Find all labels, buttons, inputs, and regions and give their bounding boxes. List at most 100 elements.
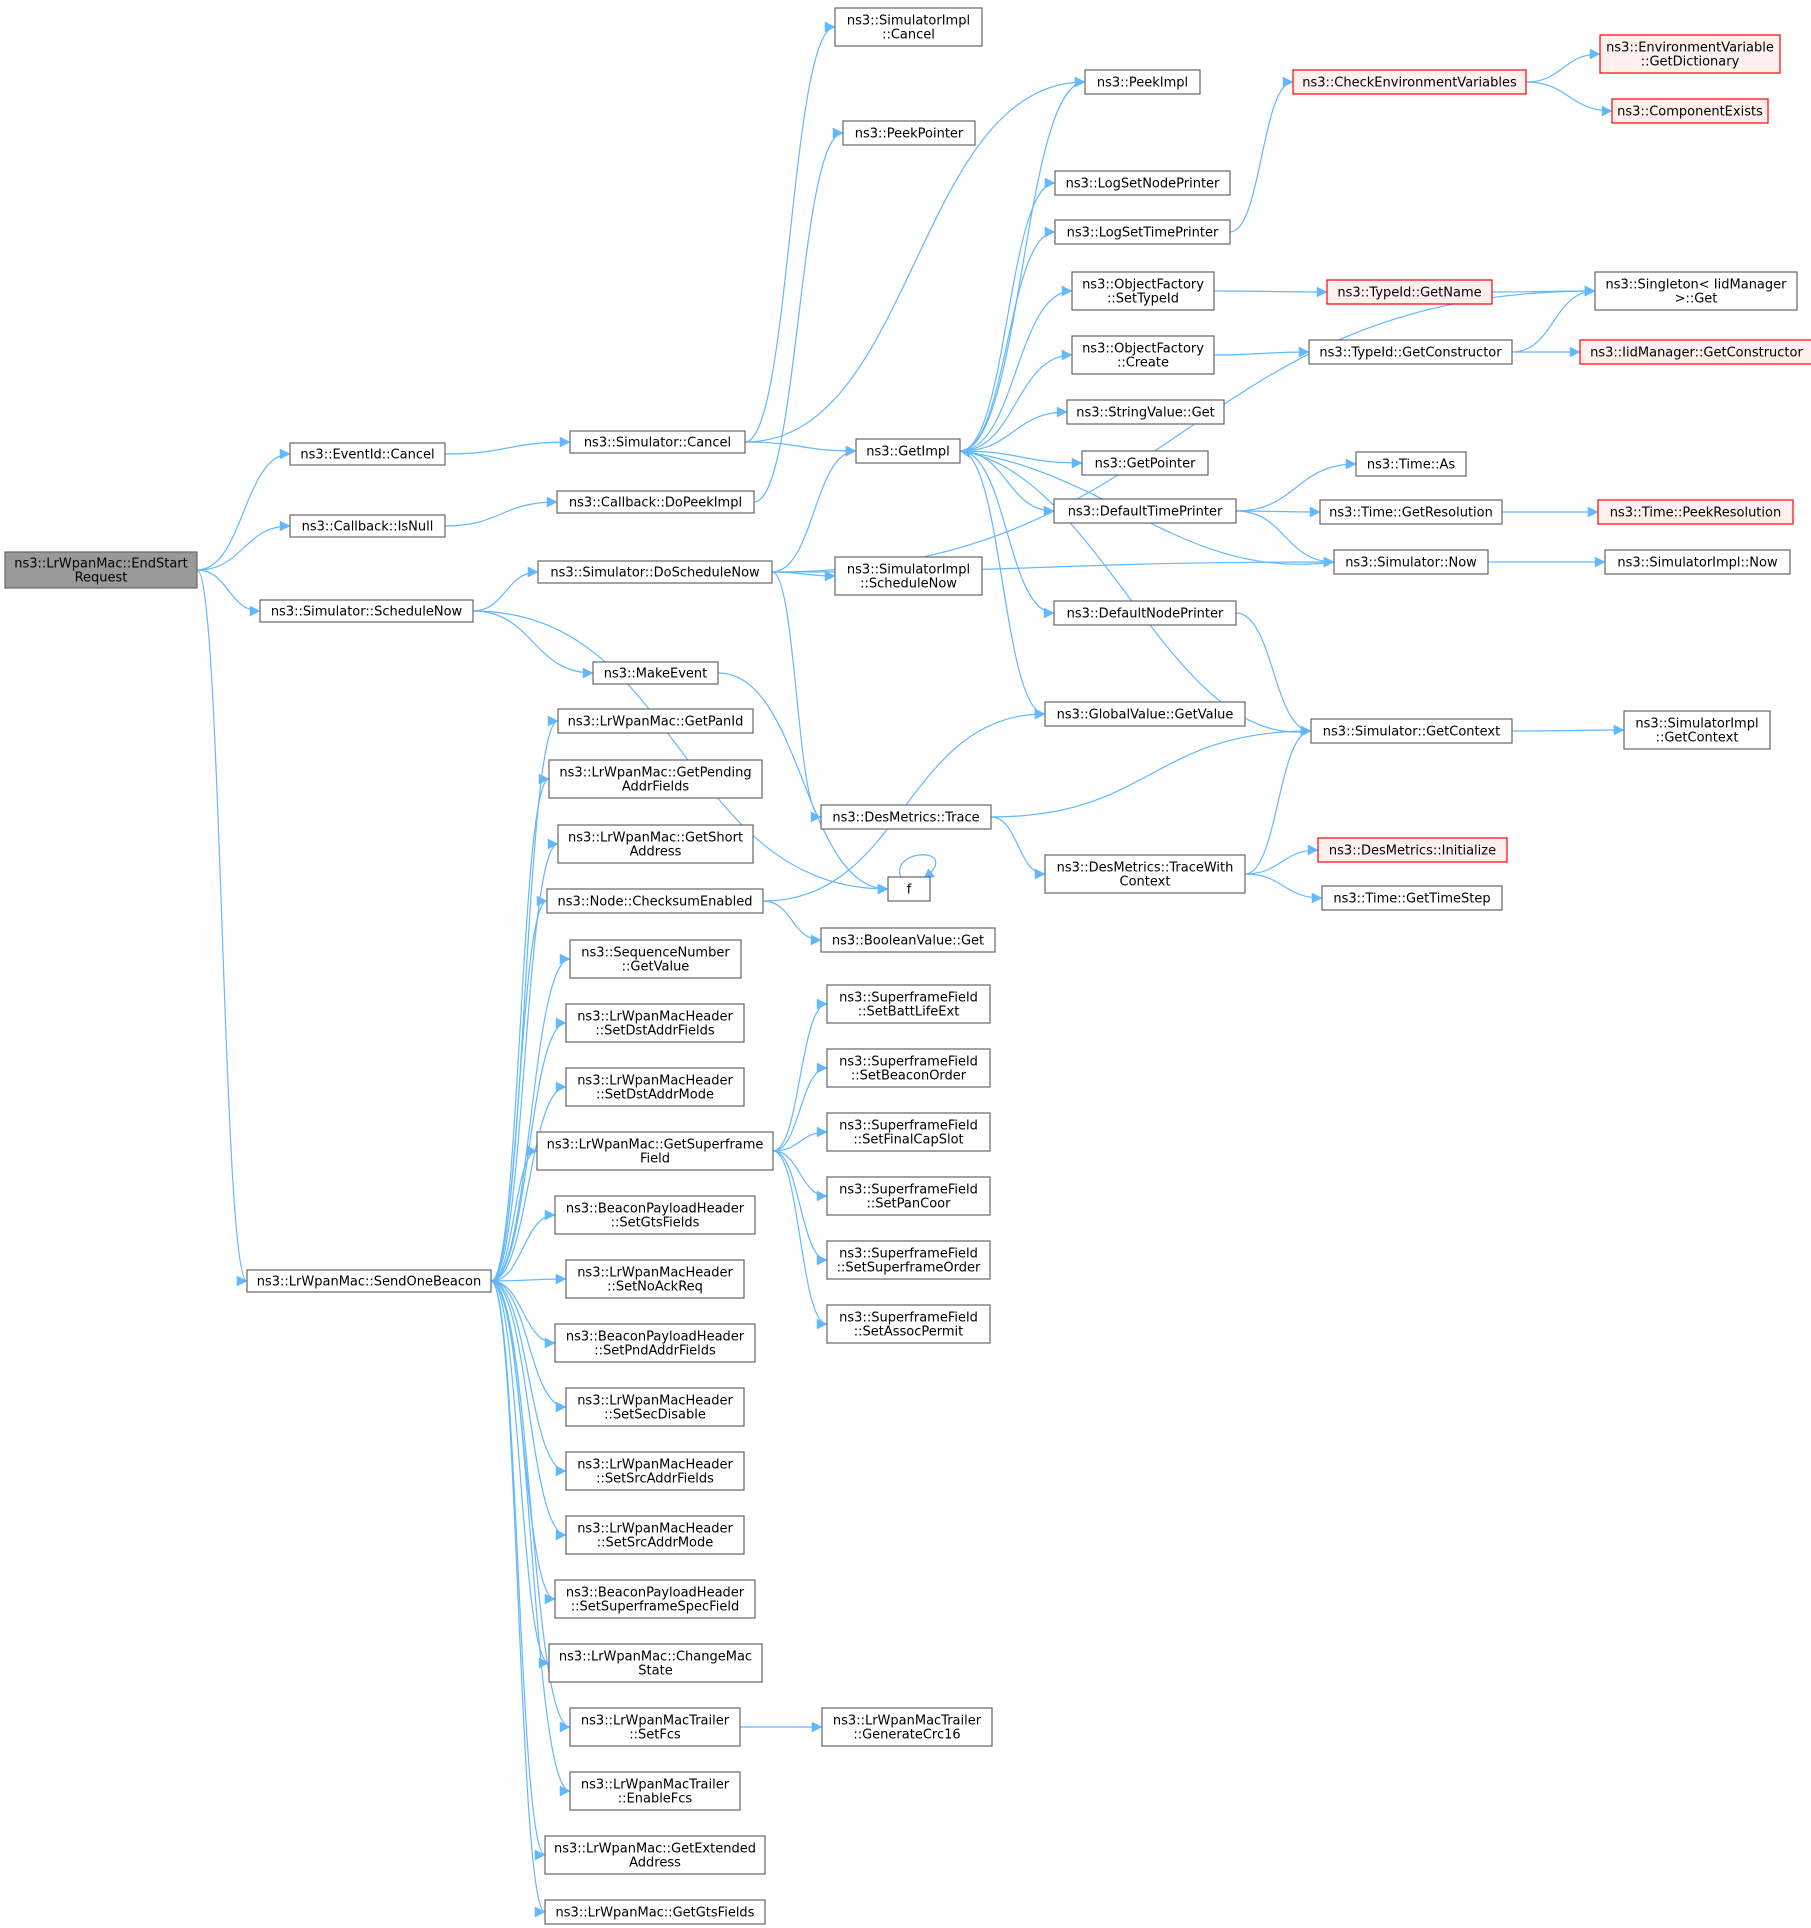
node-box [821,1707,993,1747]
node-label: ns3::LrWpanMac::GetExtended [554,1842,756,1857]
node-checksum[interactable]: ns3::Node::ChecksumEnabled [546,888,764,914]
node-setsrcaddrfields[interactable]: ns3::LrWpanMacHeader::SetSrcAddrFields [565,1451,745,1491]
node-desmetrics-init[interactable]: ns3::DesMetrics::Initialize [1317,837,1508,863]
node-typeid-getconstructor[interactable]: ns3::TypeId::GetConstructor [1308,339,1513,365]
node-setpndaddr[interactable]: ns3::BeaconPayloadHeader::SetPndAddrFiel… [554,1323,756,1363]
node-setdstaddrfields[interactable]: ns3::LrWpanMacHeader::SetDstAddrFields [565,1003,745,1043]
edge [771,285,1596,573]
node-iidmanager-getconstructor[interactable]: ns3::IidManager::GetConstructor [1579,339,1811,365]
node-setsecdisable[interactable]: ns3::LrWpanMacHeader::SetSecDisable [565,1387,745,1427]
node-label: ns3::ObjectFactory [1082,278,1204,293]
node-peekpointer[interactable]: ns3::PeekPointer [842,120,976,146]
node-cb-dopeekimpl[interactable]: ns3::Callback::DoPeekImpl [556,490,755,514]
node-callback-isnull[interactable]: ns3::Callback::IsNull [289,514,446,538]
edge [744,76,1086,443]
node-of-settypeid[interactable]: ns3::ObjectFactory::SetTypeId [1071,271,1215,311]
node-componentexists[interactable]: ns3::ComponentExists [1611,98,1769,124]
node-label: ns3::LogSetTimePrinter [1067,226,1219,241]
edge-sendonebeacon-to-getshort [490,838,559,1282]
node-getpointer[interactable]: ns3::GetPointer [1081,450,1209,476]
node-sim-getcontext[interactable]: ns3::Simulator::GetContext [1310,718,1513,744]
node-logtimeprinter[interactable]: ns3::LogSetTimePrinter [1054,219,1231,245]
node-singleton-get[interactable]: ns3::Singleton< IidManager >::Get [1594,271,1798,311]
node-sf-beaconorder[interactable]: ns3::SuperframeField::SetBeaconOrder [826,1048,991,1088]
node-label: f [907,883,912,898]
node-label: ns3::LrWpanMacTrailer [581,1714,730,1729]
node-box [554,1195,756,1235]
node-sim-doschedulenow[interactable]: ns3::Simulator::DoScheduleNow [537,560,773,584]
node-time-peekresolution[interactable]: ns3::Time::PeekResolution [1597,499,1794,525]
node-simimpl-cancel[interactable]: ns3::SimulatorImpl::Cancel [834,7,983,47]
node-setsuperframespec[interactable]: ns3::BeaconPayloadHeader::SetSuperframeS… [554,1579,756,1619]
node-label: ns3::SuperframeField [839,1119,978,1134]
node-sim-cancel[interactable]: ns3::Simulator::Cancel [569,430,746,454]
node-label: ns3::Simulator::ScheduleNow [271,605,463,620]
node-of-create[interactable]: ns3::ObjectFactory::Create [1071,335,1215,375]
node-sf-finalcap[interactable]: ns3::SuperframeField::SetFinalCapSlot [826,1112,991,1152]
edge [490,1280,567,1413]
node-setgtsfields[interactable]: ns3::BeaconPayloadHeader::SetGtsFields [554,1195,756,1235]
node-peekimpl[interactable]: ns3::PeekImpl [1084,69,1201,95]
node-label: ns3::LrWpanMacHeader [577,1010,733,1025]
edge [959,76,1086,452]
node-generatecrc[interactable]: ns3::LrWpanMacTrailer::GenerateCrc16 [821,1707,993,1747]
node-time-getresolution[interactable]: ns3::Time::GetResolution [1319,499,1503,525]
node-lognodeprinter[interactable]: ns3::LogSetNodePrinter [1054,170,1231,196]
edge-sendonebeacon-to-setdstaddrmode [490,1081,567,1282]
node-box [1053,498,1237,524]
edge-getimpl-to-stringvalue-get [959,406,1068,452]
node-label: ns3::EnvironmentVariable [1606,41,1774,56]
node-sim-schedulenow[interactable]: ns3::Simulator::ScheduleNow [259,599,474,623]
node-f[interactable]: f [887,876,931,902]
node-setdstaddrmode[interactable]: ns3::LrWpanMacHeader::SetDstAddrMode [565,1067,745,1107]
node-label: ::SetTypeId [1107,292,1179,307]
node-desmetrics-trace[interactable]: ns3::DesMetrics::Trace [820,804,992,830]
node-label: ns3::GlobalValue::GetValue [1057,708,1234,723]
node-getimpl[interactable]: ns3::GetImpl [855,438,961,464]
node-simimpl-schedulenow[interactable]: ns3::SimulatorImpl::ScheduleNow [834,556,983,596]
node-seqnum[interactable]: ns3::SequenceNumber::GetValue [569,939,742,979]
edge-desmetrics-trace-to-sim-getcontext [990,725,1312,818]
node-setnoackreq[interactable]: ns3::LrWpanMacHeader::SetNoAckReq [565,1259,745,1299]
edge-getimpl-to-globalvalue-get [959,450,1046,720]
node-makeevent[interactable]: ns3::MakeEvent [592,661,719,685]
edge [771,571,822,823]
node-booleanvalue-get[interactable]: ns3::BooleanValue::Get [820,927,996,953]
node-simimpl-now[interactable]: ns3::SimulatorImpl::Now [1604,549,1791,575]
node-getgtsfields[interactable]: ns3::LrWpanMac::GetGtsFields [544,1899,766,1925]
node-sf-assocpermit[interactable]: ns3::SuperframeField::SetAssocPermit [826,1304,991,1344]
node-setsrcaddrmode[interactable]: ns3::LrWpanMacHeader::SetSrcAddrMode [565,1515,745,1555]
node-label: ::SetAssocPermit [854,1325,964,1340]
node-simulator-now[interactable]: ns3::Simulator::Now [1333,549,1489,575]
node-checkenv[interactable]: ns3::CheckEnvironmentVariables [1292,69,1527,95]
node-setfcs[interactable]: ns3::LrWpanMacTrailer::SetFcs [569,1707,741,1747]
node-enablefcs[interactable]: ns3::LrWpanMacTrailer::EnableFcs [569,1771,741,1811]
node-sendonebeacon[interactable]: ns3::LrWpanMac::SendOneBeacon [246,1269,492,1293]
node-simimpl-getcontext[interactable]: ns3::SimulatorImpl::GetContext [1623,710,1771,750]
node-label: ::Create [1117,356,1169,371]
node-eventid-cancel[interactable]: ns3::EventId::Cancel [289,442,446,466]
node-stringvalue-get[interactable]: ns3::StringValue::Get [1066,399,1225,425]
node-defaulttimeprinter[interactable]: ns3::DefaultTimePrinter [1053,498,1237,524]
edge [1235,612,1312,737]
node-envvar-getdict[interactable]: ns3::EnvironmentVariable::GetDictionary [1599,34,1781,74]
node-sf-pancoor[interactable]: ns3::SuperframeField::SetPanCoor [826,1176,991,1216]
node-globalvalue-get[interactable]: ns3::GlobalValue::GetValue [1044,701,1246,727]
node-box [569,1707,741,1747]
node-typeid-getname[interactable]: ns3::TypeId::GetName [1326,279,1493,305]
node-label: ::GetDictionary [1641,55,1740,70]
edge [196,569,261,617]
node-defaultnodeprinter[interactable]: ns3::DefaultNodePrinter [1053,600,1237,626]
node-time-gettimestep[interactable]: ns3::Time::GetTimeStep [1321,885,1503,911]
node-getpanid[interactable]: ns3::LrWpanMac::GetPanId [557,708,754,734]
node-time-as[interactable]: ns3::Time::As [1355,451,1467,477]
node-sf-superframeorder[interactable]: ns3::SuperframeField::SetSuperframeOrder [826,1240,991,1280]
node-sf-battlife[interactable]: ns3::SuperframeField::SetBattLifeExt [826,984,991,1024]
